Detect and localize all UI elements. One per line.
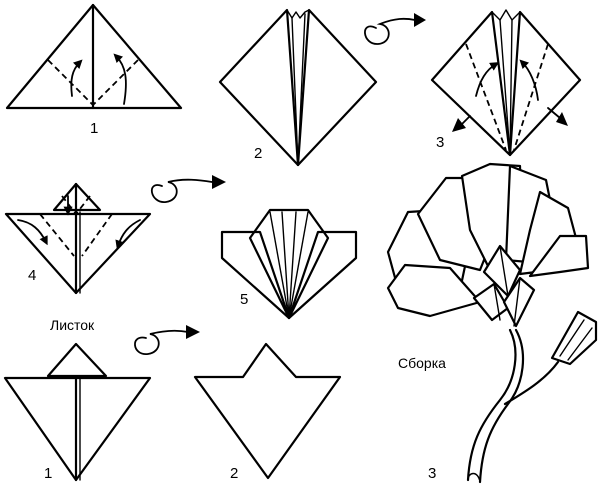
step-1-diagram: 1 [5, 3, 183, 137]
fold-arrow-icon [115, 219, 141, 250]
step-2-label: 2 [254, 145, 262, 162]
fold-arrow-icon [17, 219, 48, 246]
step-5-label: 5 [240, 291, 248, 308]
step-4-label: 4 [28, 267, 36, 284]
assembly-title: Сборка [398, 355, 446, 371]
step-4-diagram: 4 [4, 182, 152, 295]
leaf-step-1-label: 1 [44, 465, 52, 482]
leaf-step-2-diagram: 2 [193, 342, 342, 482]
turn-over-arrow-icon [364, 13, 426, 45]
fold-arrow-icon [475, 62, 500, 97]
step-2-diagram: 2 [218, 8, 378, 167]
turn-over-arrow-icon [151, 175, 226, 203]
fold-arrow-icon [519, 59, 539, 101]
step-3-label: 3 [436, 134, 444, 151]
leaf-title: Листок [50, 317, 95, 333]
assembled-flower [386, 162, 598, 484]
leaf-step-1-diagram: 1 [3, 342, 152, 482]
fold-arrow-icon [70, 59, 83, 97]
step-3-diagram: 3 [430, 9, 582, 157]
step-1-label: 1 [90, 120, 98, 137]
fold-arrow-icon [113, 53, 127, 105]
assembly-number: 3 [428, 465, 436, 482]
step-5-diagram: 5 [220, 208, 358, 320]
leaf-step-2-label: 2 [230, 465, 238, 482]
turn-over-arrow-icon [134, 325, 200, 355]
